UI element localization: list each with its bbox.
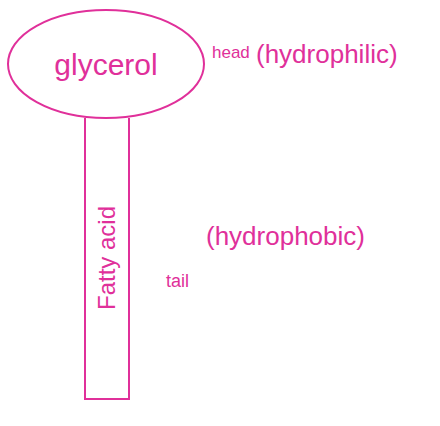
node-text: Fatty acid xyxy=(94,206,120,310)
head-label: head xyxy=(212,44,250,63)
tail-label: tail xyxy=(166,272,189,292)
tail-rect: Fatty acid xyxy=(84,118,130,400)
head-ellipse: glycerol xyxy=(6,8,206,120)
property-label: (hydrophilic) xyxy=(256,40,398,69)
property-label: (hydrophobic) xyxy=(206,222,365,251)
node-text: glycerol xyxy=(54,48,157,81)
